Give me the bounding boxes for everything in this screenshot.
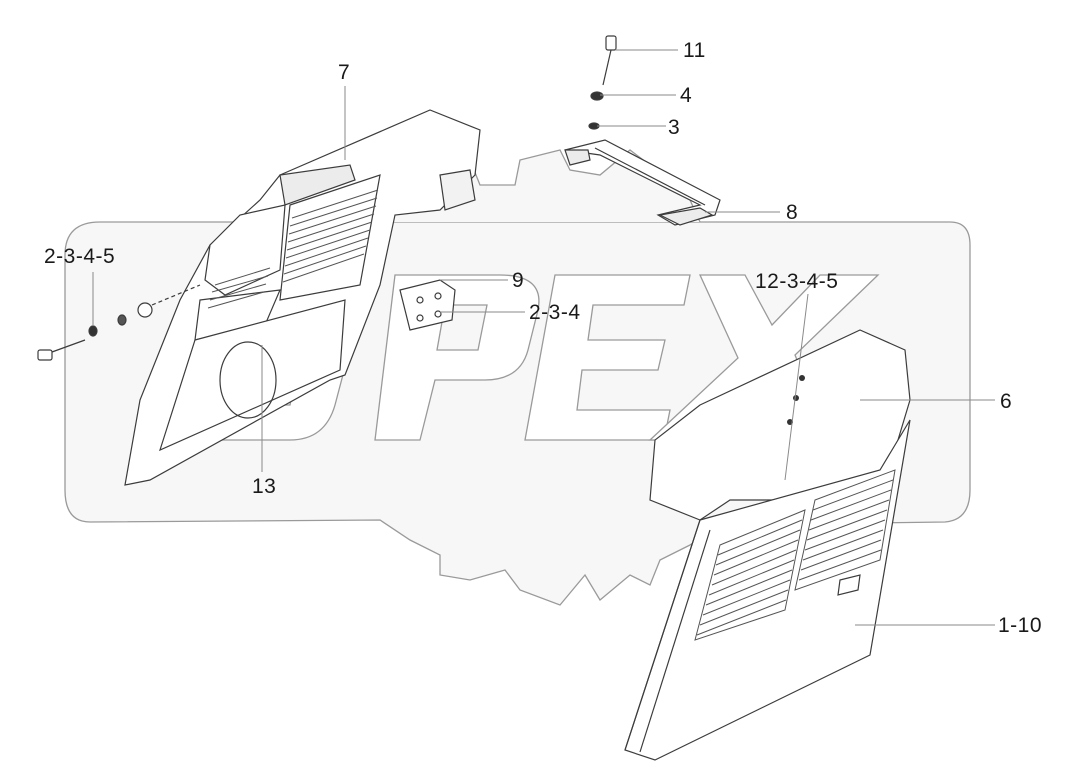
callout-2-3-4-5: 2-3-4-5 xyxy=(44,245,116,268)
callout-13: 13 xyxy=(252,475,277,498)
callout-7: 7 xyxy=(338,61,351,84)
callout-1-10: 1-10 xyxy=(998,614,1043,637)
leader-lines xyxy=(92,49,995,626)
side-panel-grilles xyxy=(694,469,896,641)
callout-8: 8 xyxy=(786,201,799,224)
callout-11: 11 xyxy=(683,39,706,62)
top-support-bracket xyxy=(564,139,721,226)
callout-2-3-4: 2-3-4 xyxy=(529,301,581,324)
radiator-grille xyxy=(207,189,379,309)
radiator-frame-assembly xyxy=(124,109,481,486)
callout-12-3-4-5: 12-3-4-5 xyxy=(755,270,839,293)
callout-4: 4 xyxy=(680,84,693,107)
callout-9: 9 xyxy=(512,269,525,292)
callout-6: 6 xyxy=(1000,390,1013,413)
top-fastener-stack xyxy=(588,35,617,130)
callout-3: 3 xyxy=(668,116,681,139)
left-bolt-stack xyxy=(37,284,201,361)
small-mounting-bracket xyxy=(399,279,456,331)
side-panel-assembly xyxy=(624,329,911,761)
